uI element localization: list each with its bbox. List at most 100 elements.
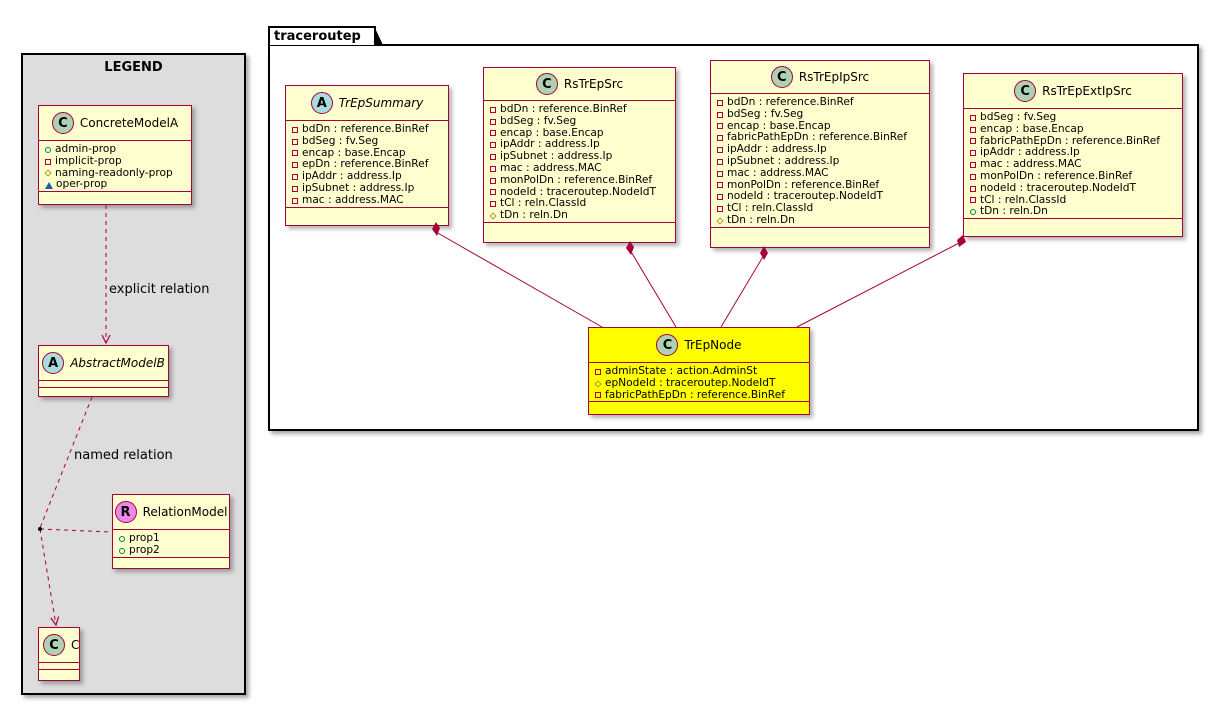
property-text: fabricPathEpDn : reference.BinRef bbox=[980, 134, 1160, 147]
private-visibility-icon bbox=[292, 174, 298, 181]
property-text: fabricPathEpDn : reference.BinRef bbox=[605, 388, 785, 401]
class-header: C ConcreteModelA bbox=[39, 106, 191, 140]
property-text: adminState : action.AdminSt bbox=[605, 365, 758, 377]
protected-visibility-icon bbox=[44, 169, 52, 178]
class-property: implicit-prop bbox=[45, 155, 186, 168]
class-property: prop2 bbox=[119, 543, 224, 557]
public-visibility-icon bbox=[119, 535, 125, 542]
class-property: fabricPathEpDn : reference.BinRef bbox=[970, 134, 1177, 148]
private-visibility-icon bbox=[717, 206, 723, 213]
protected-visibility-icon bbox=[594, 380, 602, 388]
property-text: monPolDn : reference.BinRef bbox=[500, 173, 653, 186]
private-visibility-icon bbox=[970, 114, 976, 121]
class-methods-section bbox=[589, 401, 809, 408]
class-abstract-model-b[interactable]: A AbstractModelB bbox=[38, 345, 169, 397]
private-visibility-icon bbox=[490, 201, 496, 208]
property-text: admin-prop bbox=[55, 143, 117, 155]
class-attributes-section bbox=[39, 662, 79, 669]
private-visibility-icon bbox=[490, 130, 496, 137]
class-stereotype-icon: A bbox=[42, 352, 65, 374]
class-property: nodeId : traceroutep.NodeIdT bbox=[717, 191, 924, 203]
class-property: bdSeg : fv.Seg bbox=[970, 111, 1177, 124]
class-methods-section bbox=[484, 221, 675, 229]
class-header: R RelationModel bbox=[113, 495, 229, 529]
property-text: ipSubnet : address.Ip bbox=[500, 150, 613, 163]
class-name: RsTrEpExtIpSrc bbox=[1042, 84, 1132, 98]
class-property: naming-readonly-prop bbox=[44, 167, 186, 180]
class-property: bdSeg : fv.Seg bbox=[490, 115, 670, 128]
class-methods-section bbox=[286, 206, 448, 214]
class-attributes-section bbox=[39, 380, 168, 387]
private-visibility-icon bbox=[490, 189, 496, 196]
property-text: prop2 bbox=[129, 543, 160, 556]
private-visibility-icon bbox=[970, 185, 976, 192]
property-text: bdSeg : fv.Seg bbox=[302, 134, 379, 147]
private-visibility-icon bbox=[717, 111, 723, 118]
class-property: bdDn : reference.BinRef bbox=[292, 123, 443, 136]
class-stereotype-icon: A bbox=[310, 92, 333, 114]
class-property: monPolDn : reference.BinRef bbox=[717, 179, 924, 192]
property-text: bdDn : reference.BinRef bbox=[302, 123, 429, 135]
property-text: tCl : reln.ClassId bbox=[980, 193, 1067, 206]
class-methods-section bbox=[39, 387, 168, 394]
property-text: epDn : reference.BinRef bbox=[302, 158, 429, 171]
private-visibility-icon bbox=[970, 162, 976, 169]
class-property: prop1 bbox=[119, 532, 224, 545]
private-visibility-icon bbox=[292, 138, 298, 145]
private-visibility-icon bbox=[490, 106, 496, 113]
class-property: encap : base.Encap bbox=[490, 126, 670, 140]
private-visibility-icon bbox=[970, 197, 976, 204]
property-text: mac : address.MAC bbox=[980, 158, 1082, 171]
property-text: ipSubnet : address.Ip bbox=[727, 154, 840, 167]
class-name: RelationModel bbox=[142, 505, 228, 519]
property-text: encap : base.Encap bbox=[302, 146, 406, 159]
private-visibility-icon bbox=[717, 158, 723, 165]
property-text: nodeId : traceroutep.NodeIdT bbox=[500, 185, 656, 198]
public-visibility-icon bbox=[119, 547, 125, 554]
class-name: TrEpSummary bbox=[338, 96, 424, 110]
class-property: ipAddr : address.Ip bbox=[970, 147, 1177, 159]
private-visibility-icon bbox=[717, 123, 723, 130]
named-relation-label: named relation bbox=[74, 448, 173, 463]
private-visibility-icon bbox=[970, 126, 976, 133]
property-text: ipAddr : address.Ip bbox=[500, 138, 600, 151]
class-property: tDn : reln.Dn bbox=[970, 206, 1177, 218]
class-property: oper-prop bbox=[45, 179, 186, 191]
class-stereotype-icon: R bbox=[114, 501, 137, 523]
class-property: mac : address.MAC bbox=[490, 162, 670, 175]
private-visibility-icon bbox=[717, 135, 723, 142]
class-property: mac : address.MAC bbox=[292, 193, 443, 207]
class-header: C C bbox=[39, 628, 79, 662]
class-property: mac : address.MAC bbox=[970, 158, 1177, 171]
class-name: RsTrEpSrc bbox=[563, 77, 624, 91]
class-property: tCl : reln.ClassId bbox=[717, 202, 924, 215]
property-text: mac : address.MAC bbox=[302, 193, 404, 206]
class-header: C RsTrEpSrc bbox=[484, 68, 675, 100]
private-visibility-icon bbox=[292, 185, 298, 192]
private-visibility-icon bbox=[45, 158, 51, 165]
class-methods-section bbox=[711, 226, 929, 234]
class-property: admin-prop bbox=[45, 143, 186, 156]
class-methods-section bbox=[113, 556, 229, 564]
class-header: C TrEpNode bbox=[589, 328, 809, 362]
private-visibility-icon bbox=[490, 142, 496, 149]
property-text: encap : base.Encap bbox=[500, 126, 604, 139]
property-text: ipSubnet : address.Ip bbox=[302, 181, 415, 194]
private-visibility-icon bbox=[292, 197, 298, 204]
class-c[interactable]: C C bbox=[38, 627, 80, 681]
class-property: nodeId : traceroutep.NodeIdT bbox=[490, 185, 670, 199]
class-name: ConcreteModelA bbox=[79, 116, 179, 130]
public-visibility-icon bbox=[45, 146, 51, 153]
